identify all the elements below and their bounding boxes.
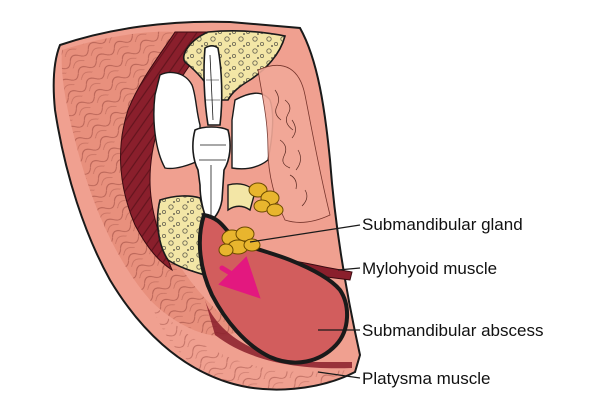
tongue [257,65,331,223]
platysma-layer [150,300,355,389]
spread-arrow [218,256,261,299]
label-platysma-muscle: Platysma muscle [362,369,491,388]
sublingual-gland [248,182,284,217]
lower-tooth [192,126,231,223]
label-submandibular-abscess: Submandibular abscess [362,321,544,340]
tongue-texture [274,89,308,207]
leader-gland [249,224,361,243]
leader-mylohyoid [337,267,361,271]
leader-platysma [317,371,361,379]
label-submandibular-gland: Submandibular gland [362,215,523,234]
submandibular-gland [218,226,261,257]
upper-tooth [203,44,223,126]
label-mylohyoid-muscle: Mylohyoid muscle [362,259,498,278]
